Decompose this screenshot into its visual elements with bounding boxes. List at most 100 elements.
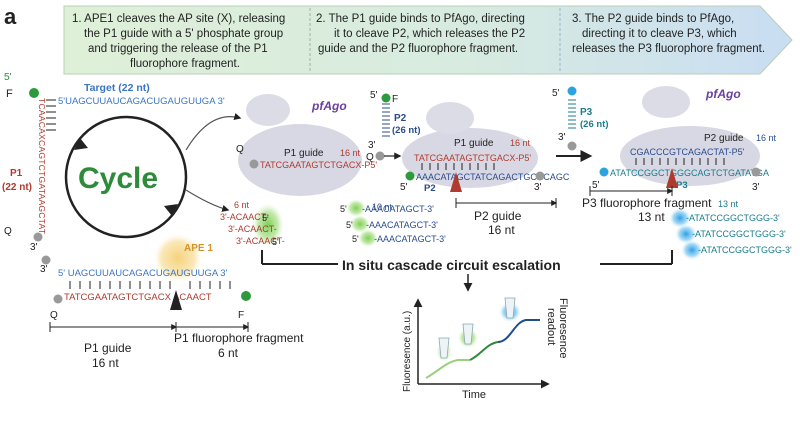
three-prime: 3' bbox=[368, 140, 376, 151]
five-prime: 5' bbox=[352, 234, 359, 244]
bottom-duplex: 3' APE 1 5' UAGCUUAUCAGACUGAUGUUGA 3' TA… bbox=[40, 234, 304, 370]
step-3: 3. The P2 guide binds to PfAgo, directin… bbox=[572, 13, 765, 55]
pfago-protein bbox=[402, 128, 538, 188]
p2-label: P2 bbox=[394, 113, 407, 124]
step-1-line: 1. APE1 cleaves the AP site (X), releasi… bbox=[72, 13, 285, 25]
quencher-dot bbox=[249, 159, 259, 169]
ape-glow bbox=[154, 234, 202, 282]
frag-glow bbox=[252, 203, 284, 247]
step-2-line: guide and the P2 fluorophore fragment. bbox=[318, 43, 518, 55]
readout-label: readout bbox=[545, 308, 557, 345]
quencher-dot bbox=[751, 167, 761, 177]
fluorophore-dot bbox=[405, 171, 415, 181]
fluorescence-chart: Fluoresence (a.u.) Time Fluoresence read… bbox=[402, 297, 569, 401]
curve-step-3 bbox=[497, 319, 540, 343]
y-axis-label: Fluoresence (a.u.) bbox=[402, 311, 413, 392]
target-seq: 5'UAGCUUAUCAGACUGAUGUUGA 3' bbox=[58, 96, 225, 107]
stage1-pfago-p1: pfAgo P1 guide 16 nt Q TATCGAATAGTCTGACX… bbox=[236, 94, 377, 196]
step-2-line: 2. The P1 guide binds to PfAgo, directin… bbox=[316, 13, 525, 25]
fluorophore-dot bbox=[599, 167, 609, 177]
tube-icon bbox=[438, 337, 450, 359]
p3-tag: P3 bbox=[676, 180, 688, 191]
p2-duplex-ticks bbox=[421, 163, 495, 170]
curve-step-2 bbox=[469, 341, 499, 361]
p3-seq: ATATCCGGCTGGGCAGTCTGATATGA bbox=[610, 168, 769, 178]
three-prime: 3' bbox=[534, 182, 542, 193]
frag-seq: 3'-ACAACT- bbox=[236, 236, 285, 246]
fluorophore-dot bbox=[381, 93, 391, 103]
frag-glow bbox=[675, 224, 697, 244]
pfago-protein bbox=[620, 126, 760, 186]
frag-seq: 3'-ACAACT- bbox=[228, 224, 277, 234]
p2-seq: AAACATAGCTATCAGACTGCCCAGC bbox=[416, 172, 570, 182]
p3-hairpin bbox=[568, 99, 576, 129]
cleavage-arrow bbox=[666, 168, 678, 188]
step-1-line: the P1 guide with a 5' phosphate group bbox=[84, 28, 283, 40]
guide-seq: CGACCCGTCAGACTAT-P5' bbox=[630, 147, 745, 157]
curve-step-1 bbox=[425, 359, 470, 379]
duplex-ticks bbox=[69, 281, 231, 289]
guide-label: P1 guide bbox=[284, 148, 324, 159]
frag-length: 13 nt bbox=[718, 199, 739, 209]
guide-length: 16 nt bbox=[92, 356, 119, 370]
three-prime: 3' bbox=[40, 264, 48, 275]
f-label: F bbox=[392, 94, 398, 105]
readout-label: Fluoresence bbox=[557, 298, 569, 359]
escalation-label-bg bbox=[338, 256, 600, 274]
frag-glow bbox=[350, 215, 370, 233]
f-label: F bbox=[238, 310, 244, 321]
frag-glow bbox=[358, 229, 378, 247]
five-prime: 5' bbox=[346, 220, 353, 230]
guide-label: P1 guide bbox=[84, 341, 132, 355]
frag-seq: -AAACATAGCT-3' bbox=[366, 220, 438, 230]
escalation-label: In situ cascade circuit escalation bbox=[342, 257, 561, 273]
frag-five: 5' bbox=[262, 213, 269, 223]
p1-length: (22 nt) bbox=[2, 182, 32, 193]
frag-length: 10 nt bbox=[372, 202, 393, 212]
q-label: Q bbox=[50, 310, 58, 321]
guide-label: P1 guide bbox=[454, 138, 494, 149]
q-label: Q bbox=[236, 144, 244, 155]
cleavage-arrow bbox=[170, 290, 182, 310]
guide-label: P2 guide bbox=[704, 133, 744, 144]
frag-label: P3 fluorophore fragment bbox=[582, 196, 712, 210]
guide-length: 16 nt bbox=[510, 138, 531, 148]
five-prime: 5' bbox=[400, 182, 408, 193]
step-3-line: releases the P3 fluorophore fragment. bbox=[572, 43, 765, 55]
three-prime: 3' bbox=[558, 132, 566, 143]
q-label: Q bbox=[4, 226, 12, 237]
frag-glow bbox=[669, 208, 691, 228]
five-prime: 5' bbox=[592, 180, 600, 191]
p1-vertical-seq: TCAACAXCAGTCTGATAAGCTAT bbox=[37, 98, 47, 235]
to-fragment-arrow bbox=[185, 189, 230, 212]
guide-seq: TATCGAATAGTCTGACX-P5' bbox=[260, 160, 377, 170]
fluorophore-dot bbox=[29, 88, 39, 98]
p2-length: (26 nt) bbox=[392, 125, 421, 136]
step-1-line: and triggering the release of the P1 bbox=[88, 43, 268, 55]
to-pfago-arrow bbox=[185, 113, 242, 151]
p1-five-prime: 5' bbox=[4, 72, 12, 83]
cycle-ring bbox=[64, 115, 188, 239]
cleavage-arrow bbox=[450, 172, 462, 192]
pfago-label: pfAgo bbox=[311, 99, 347, 113]
five-prime: 5' bbox=[340, 204, 347, 214]
p1-three-prime: 3' bbox=[30, 242, 38, 253]
panel-letter: a bbox=[4, 4, 17, 29]
p1-label: P1 bbox=[10, 168, 23, 179]
x-axis-label: Time bbox=[462, 389, 486, 401]
ape-label: APE 1 bbox=[184, 243, 213, 254]
quencher-dot bbox=[53, 294, 63, 304]
frag-length: 13 nt bbox=[638, 210, 665, 224]
p2-tag: P2 bbox=[424, 183, 436, 194]
step-3-line: directing it to cleave P3, which bbox=[582, 28, 737, 40]
frag-length: 6 nt bbox=[218, 346, 239, 360]
step-2-line: it to cleave P2, which releases the P2 bbox=[334, 28, 525, 40]
quencher-dot bbox=[535, 171, 545, 181]
cycle-region: 5' F P1 (22 nt) TCAACAXCAGTCTGATAAGCTAT … bbox=[2, 72, 285, 253]
five-prime: 5' bbox=[370, 90, 378, 101]
frag-glow bbox=[681, 240, 703, 260]
step-3-line: 3. The P2 guide binds to PfAgo, bbox=[572, 13, 734, 25]
f-label: F bbox=[6, 88, 13, 100]
